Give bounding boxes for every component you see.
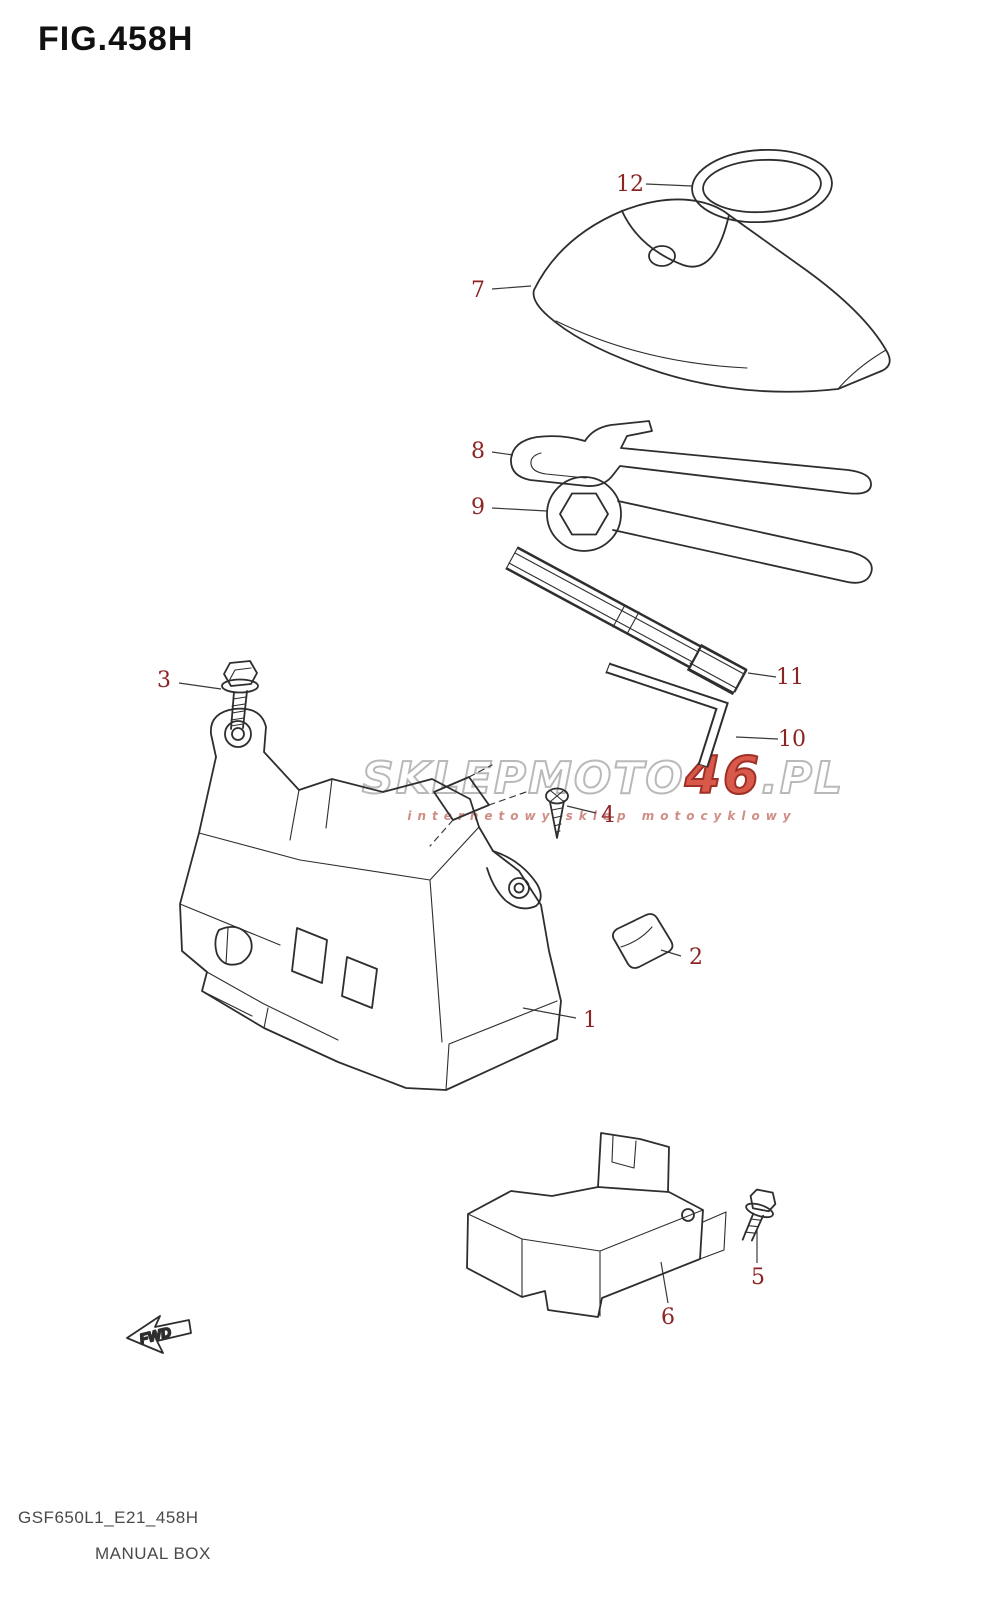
- callout-5: 5: [751, 1265, 765, 1290]
- watermark-text-suffix: .PL: [760, 752, 845, 805]
- watermark-subtitle: internetowy sklep motocyklowy: [407, 809, 797, 823]
- part-drawing-box-wrench: [546, 476, 873, 584]
- part-drawing-flange-bolt-small: [741, 1188, 777, 1242]
- part-drawing-flange-bolt: [221, 660, 259, 730]
- callout-2: 2: [689, 945, 703, 970]
- callout-4: 4: [601, 803, 615, 828]
- part-drawing-plug-wrench: [505, 546, 748, 696]
- callout-12: 12: [616, 172, 644, 197]
- part-drawing-hex-key: [605, 662, 729, 768]
- figure-title: FIG.458H: [38, 20, 194, 58]
- leader-lines: [178, 183, 779, 1304]
- part-drawing-tool-bag: [532, 198, 891, 393]
- watermark-text-accent: 46: [684, 745, 762, 807]
- callout-8: 8: [471, 439, 485, 464]
- part-drawing-o-ring: [691, 148, 833, 224]
- part-drawing-cap: [612, 913, 674, 969]
- callout-7: 7: [471, 278, 485, 303]
- callout-1: 1: [583, 1008, 597, 1033]
- fwd-arrow: FWD: [126, 1315, 192, 1354]
- footer-part-code: GSF650L1_E21_458H: [18, 1508, 199, 1527]
- part-drawing-screw: [545, 787, 569, 839]
- callout-6: 6: [661, 1305, 675, 1330]
- watermark: SKLEPMOTO46.PL internetowy sklep motocyk…: [361, 745, 845, 823]
- watermark-text-main: SKLEPMOTO: [361, 752, 685, 805]
- part-drawing-manual-box: [179, 707, 562, 1091]
- part-drawing-pin-spanner: [510, 420, 872, 495]
- callout-9: 9: [471, 495, 485, 520]
- watermark-text: SKLEPMOTO46.PL: [361, 745, 845, 807]
- part-drawing-bracket: [466, 1132, 727, 1318]
- callout-10: 10: [778, 727, 806, 752]
- callout-3: 3: [157, 668, 171, 693]
- callout-11: 11: [776, 665, 804, 690]
- footer-figure-name: MANUAL BOX: [95, 1544, 211, 1563]
